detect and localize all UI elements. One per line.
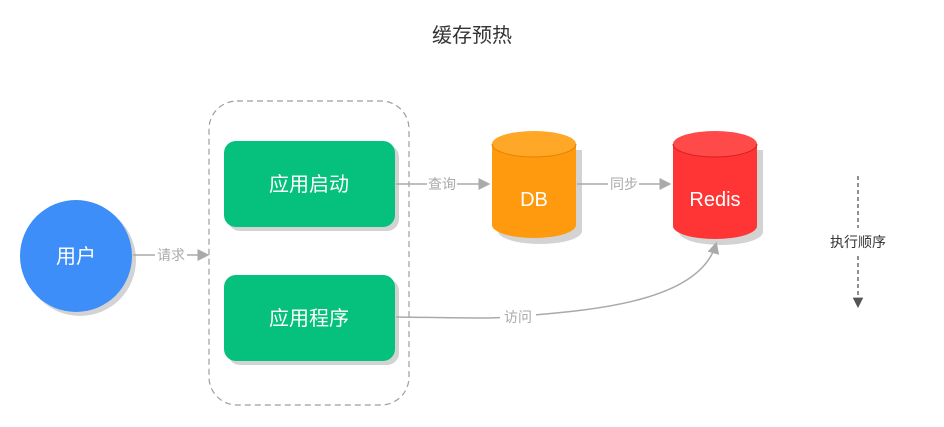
app-start-node (224, 141, 395, 227)
sync-edge-label: 同步 (610, 177, 638, 193)
user-node (20, 200, 132, 312)
access-edge-label: 访问 (504, 310, 532, 326)
redis-node (672, 131, 763, 245)
db-node-label: DB (520, 189, 548, 211)
access-edge-label-bg (500, 308, 536, 326)
request-edge-label: 请求 (157, 248, 185, 264)
execution-order-label: 执行顺序 (830, 235, 886, 251)
user-node-label: 用户 (56, 244, 96, 268)
app-start-label: 应用启动 (269, 172, 349, 196)
query-edge-label: 查询 (428, 177, 456, 193)
diagram-title: 缓存预热 (432, 23, 512, 47)
app-program-node (224, 275, 395, 361)
access-edge (395, 241, 720, 319)
app-program-label: 应用程序 (269, 306, 349, 330)
redis-node-label: Redis (689, 189, 740, 211)
db-node (491, 131, 582, 244)
